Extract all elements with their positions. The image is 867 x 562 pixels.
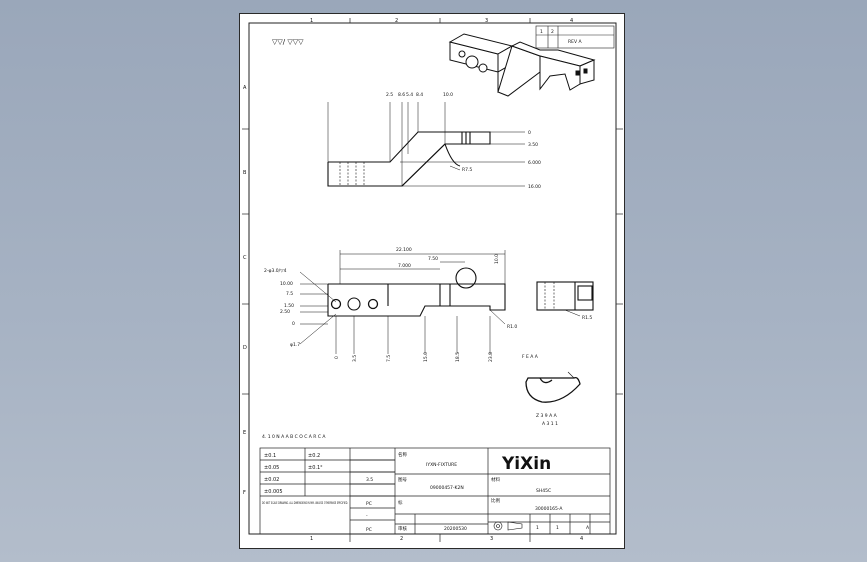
title-block-grid <box>259 447 611 535</box>
scale-value: 1 <box>536 525 539 531</box>
zone-row-label: C <box>243 255 247 261</box>
dim-label: 2.50 <box>280 309 290 315</box>
rev-cell: 2 <box>551 29 554 35</box>
top-view-part <box>327 131 491 187</box>
company-logo: YiXin <box>501 454 551 474</box>
inner-frame <box>248 22 617 535</box>
dim-label: 7.5 <box>286 291 293 297</box>
dim-label: R7.5 <box>462 167 472 173</box>
detail-view-part <box>525 371 581 403</box>
dim-label: 7.50 <box>428 256 438 262</box>
mid-cell: PC <box>366 501 372 507</box>
zone-col-label: 1 <box>310 18 313 24</box>
dim-label: 15.0 <box>423 352 429 362</box>
dim-label: 2.5 <box>386 92 393 98</box>
drawing-name-label: 名称 <box>398 451 407 458</box>
tolerance-cell: ±0.02 <box>264 477 279 483</box>
tolerance-cell: ±0.005 <box>264 489 283 495</box>
zone-col-label: 1 <box>310 536 313 542</box>
side-view-part <box>536 281 594 317</box>
tolerance-cell: ±0.1 <box>264 453 276 459</box>
notes-text: DO NOT SCALE DRAWING. ALL DIMENSIONS IN … <box>262 501 348 505</box>
dim-label: R1.0 <box>507 324 517 330</box>
material-label: 材料 <box>491 476 500 483</box>
dim-label: 10.0 <box>494 254 500 264</box>
detail-caption: Z 3 9 A A <box>536 413 558 419</box>
revision-label: REV A <box>568 39 582 45</box>
scale-value: 1 <box>556 525 559 531</box>
front-view-dim-lines <box>299 250 506 354</box>
zone-col-label: 3 <box>490 536 493 542</box>
dim-label: 10.00 <box>280 281 293 287</box>
zone-row-label: E <box>243 430 246 436</box>
dim-label: 8.4 <box>416 92 423 98</box>
zone-row-label: F <box>243 490 246 496</box>
scale-label: 比例 <box>491 497 500 504</box>
dim-label: 0 <box>528 130 531 136</box>
date-value: 20200530 <box>444 526 467 532</box>
isometric-view <box>448 33 596 97</box>
drawing-sheet: 1 2 3 4 1 2 3 4 A B C D E F ▽▽/ ▽▽▽ 1 2 … <box>239 13 625 549</box>
dim-label: 7.000 <box>398 263 411 269</box>
part-no: 30000165-A <box>535 506 563 512</box>
rev-cell: 1 <box>540 29 543 35</box>
zone-col-label: 2 <box>400 536 403 542</box>
material-value: SH45C <box>536 488 551 494</box>
front-view-part <box>327 267 506 317</box>
tolerance-cell: ±0.1° <box>308 465 323 471</box>
rev-label: 标 <box>398 499 403 506</box>
dim-label: φ1.7 <box>290 342 300 348</box>
engineering-drawing: 1 2 3 4 1 2 3 4 A B C D E F ▽▽/ ▽▽▽ 1 2 … <box>242 18 623 542</box>
dim-label: 10.0 <box>443 92 453 98</box>
mid-cell: 3.5 <box>366 477 373 483</box>
zone-row-label: A <box>243 85 247 91</box>
surface-finish-symbols: ▽▽/ ▽▽▽ <box>272 38 304 46</box>
zone-row-label: B <box>243 170 247 176</box>
mid-cell: PC <box>366 527 372 533</box>
zone-ticks <box>242 18 623 542</box>
zone-col-label: 4 <box>570 18 573 24</box>
projection-symbol-icon <box>493 521 523 531</box>
detail-caption: A 3 1 1 <box>542 421 558 427</box>
dim-label: 6.000 <box>528 160 541 166</box>
dim-label: 3.5 <box>352 355 358 362</box>
zone-col-label: 4 <box>580 536 583 542</box>
tolerance-cell: ±0.05 <box>264 465 279 471</box>
dim-label: 7.5 <box>386 355 392 362</box>
dim-label: 3.50 <box>528 142 538 148</box>
drawing-no-label: 图号 <box>398 477 407 483</box>
dim-label: 0 <box>292 321 295 327</box>
dim-label: 18.5 <box>455 352 461 362</box>
drawing-no: 09000457-K2N <box>430 485 464 491</box>
dim-label: 8.6 <box>398 92 405 98</box>
drawing-note: 4. 1 0 N A A B C O C A R C A <box>262 434 326 440</box>
top-view-dim-lines <box>327 102 525 187</box>
mid-cell: - <box>366 514 368 519</box>
dim-label: 22.100 <box>396 247 412 253</box>
dim-label: 0 <box>334 356 340 359</box>
dim-label: 1.50 <box>284 303 294 309</box>
drawing-name: IYXN-FIXTURE <box>426 462 457 468</box>
dim-label: 2-φ3.0/▽4 <box>264 268 287 274</box>
zone-col-label: 3 <box>485 18 488 24</box>
tolerance-cell: ±0.2 <box>308 453 320 459</box>
zone-row-label: D <box>243 345 247 351</box>
dim-label: 5.4 <box>406 92 413 98</box>
dim-label: 23.8 <box>488 352 494 362</box>
revision-table <box>535 25 615 49</box>
dim-label: R1.5 <box>582 315 592 321</box>
dim-label: 16.00 <box>528 184 541 190</box>
zone-col-label: 2 <box>395 18 398 24</box>
scale-value: A <box>586 525 590 531</box>
detail-title: F E A A <box>522 354 539 360</box>
approver-label: 审核 <box>398 525 407 532</box>
